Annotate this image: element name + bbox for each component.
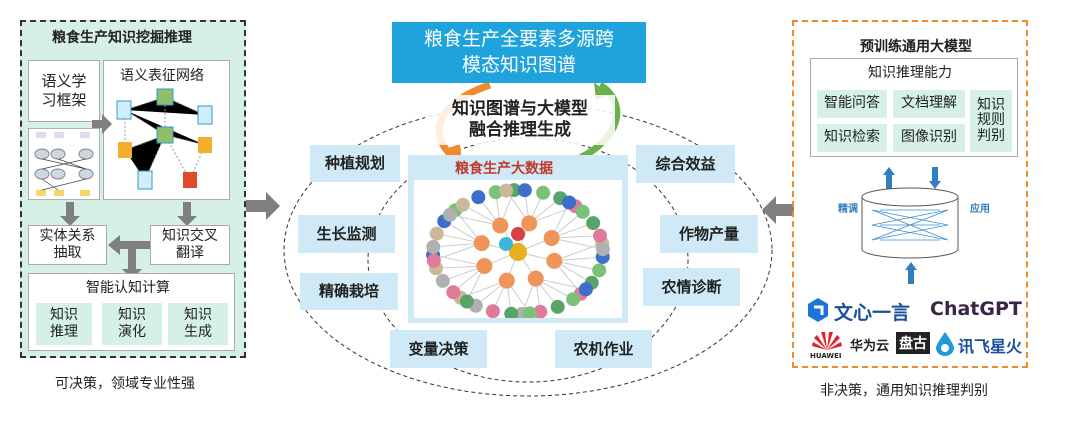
graph-node xyxy=(586,216,601,231)
logo-pangu: 盘古 xyxy=(896,332,930,354)
cognitive-item: 知识 演化 xyxy=(102,303,162,345)
ability-item: 知识检索 xyxy=(817,124,887,152)
graph-node xyxy=(504,306,519,318)
logo-xinghuo: 讯飞星火 xyxy=(958,337,1023,356)
label-planting-planning: 种植规划 xyxy=(310,145,400,182)
graph-node xyxy=(536,185,551,200)
graph-node xyxy=(459,294,474,309)
ability-item: 图像识别 xyxy=(893,124,965,152)
left-title: 粮食生产知识挖掘推理 xyxy=(52,30,192,46)
graph-node xyxy=(517,183,532,198)
graph-node xyxy=(562,195,577,210)
cognitive-item: 知识 生成 xyxy=(168,303,228,345)
graph-node xyxy=(499,183,514,198)
graph-node xyxy=(485,304,500,318)
graph-edge xyxy=(433,242,482,248)
logo-wenxin: 文心一言 xyxy=(834,302,911,324)
right-panel xyxy=(792,20,1028,368)
label-variable-decision: 变量决策 xyxy=(390,330,487,368)
network-graph xyxy=(116,88,213,190)
graph-node xyxy=(488,185,503,200)
label-precision-cultivation: 精确栽培 xyxy=(300,273,398,310)
graph-hub-node xyxy=(543,230,560,247)
graph-hub-node xyxy=(527,270,544,287)
graph-node xyxy=(592,263,607,278)
ability-title: 知识推理能力 xyxy=(868,65,952,81)
graph-node xyxy=(566,292,581,307)
label-crop-diagnosis: 农情诊断 xyxy=(643,268,740,306)
graph-node xyxy=(595,242,610,257)
logo-huawei: HUAWEI xyxy=(810,352,842,360)
transformer-diagram xyxy=(28,128,100,200)
graph-node xyxy=(593,228,608,243)
entity-extraction: 实体关系 抽取 xyxy=(28,225,107,265)
logo-huaweicloud: 华为云 xyxy=(850,339,890,354)
graph-edge xyxy=(435,265,485,269)
graph-edge xyxy=(551,235,601,239)
graph-edge xyxy=(432,254,485,267)
graph-hub-node xyxy=(498,272,515,289)
left-caption: 可决策，领域专业性强 xyxy=(55,376,195,392)
graph-node xyxy=(499,237,513,251)
ability-item: 智能问答 xyxy=(817,90,887,118)
ability-item: 文档理解 xyxy=(893,90,965,118)
graph-hub-node xyxy=(476,257,493,274)
graph-node xyxy=(435,273,450,288)
arrow-left-icon xyxy=(762,196,794,224)
iflytek-logo-icon xyxy=(936,332,954,356)
graph-edge xyxy=(554,242,603,262)
graph-edge xyxy=(535,278,587,290)
semantic-network-title: 语义表征网络 xyxy=(120,68,204,84)
graph-node xyxy=(578,282,593,297)
model-cylinder xyxy=(861,167,959,284)
graph-node xyxy=(426,240,441,255)
graph-node xyxy=(455,197,470,212)
graph-hub-node xyxy=(521,215,538,232)
graph-hub-node xyxy=(492,217,509,234)
right-title: 预训练通用大模型 xyxy=(860,39,972,55)
cognitive-item: 知识 推理 xyxy=(36,303,92,345)
graph-node xyxy=(429,226,444,241)
knowledge-graph-title: 粮食生产全要素多源跨 模态知识图谱 xyxy=(392,22,646,83)
finetune-label: 精调 xyxy=(838,204,858,215)
fusion-text: 知识图谱与大模型 融合推理生成 xyxy=(425,95,615,145)
graph-edge xyxy=(433,242,482,262)
cognitive-title: 智能认知计算 xyxy=(86,280,170,296)
label-growth-monitoring: 生长监测 xyxy=(298,215,395,253)
graph-node xyxy=(522,306,537,318)
graph-hub-node xyxy=(473,235,490,252)
graph-node xyxy=(426,253,441,268)
graph-node xyxy=(443,207,458,222)
huawei-logo-icon xyxy=(812,332,842,350)
arrow-right-icon xyxy=(246,192,280,220)
graph-node xyxy=(533,304,548,318)
graph-node xyxy=(550,299,565,314)
bigdata-graph xyxy=(414,180,622,318)
graph-edge xyxy=(449,214,501,226)
graph-node xyxy=(471,190,486,205)
graph-hub-node xyxy=(546,252,563,269)
logo-chatgpt: ChatGPT xyxy=(930,298,1022,320)
graph-edge xyxy=(551,237,604,250)
apply-label: 应用 xyxy=(970,204,990,215)
right-caption: 非决策，通用知识推理判别 xyxy=(820,383,988,399)
label-machinery-operation: 农机作业 xyxy=(555,330,652,368)
graph-center-node xyxy=(509,243,527,261)
graph-node xyxy=(446,285,461,300)
graph-node xyxy=(511,227,525,241)
ability-item: 知识 规则 判别 xyxy=(970,90,1012,152)
graph-edge xyxy=(554,256,603,262)
label-overall-benefit: 综合效益 xyxy=(636,145,735,183)
semantic-framework: 语义学 习框架 xyxy=(28,60,100,122)
label-crop-yield: 作物产量 xyxy=(660,215,758,253)
knowledge-translation: 知识交叉 翻译 xyxy=(150,225,230,265)
graph-node xyxy=(575,204,590,219)
ernie-logo-icon xyxy=(808,298,828,322)
bigdata-title: 粮食生产大数据 xyxy=(455,161,553,177)
